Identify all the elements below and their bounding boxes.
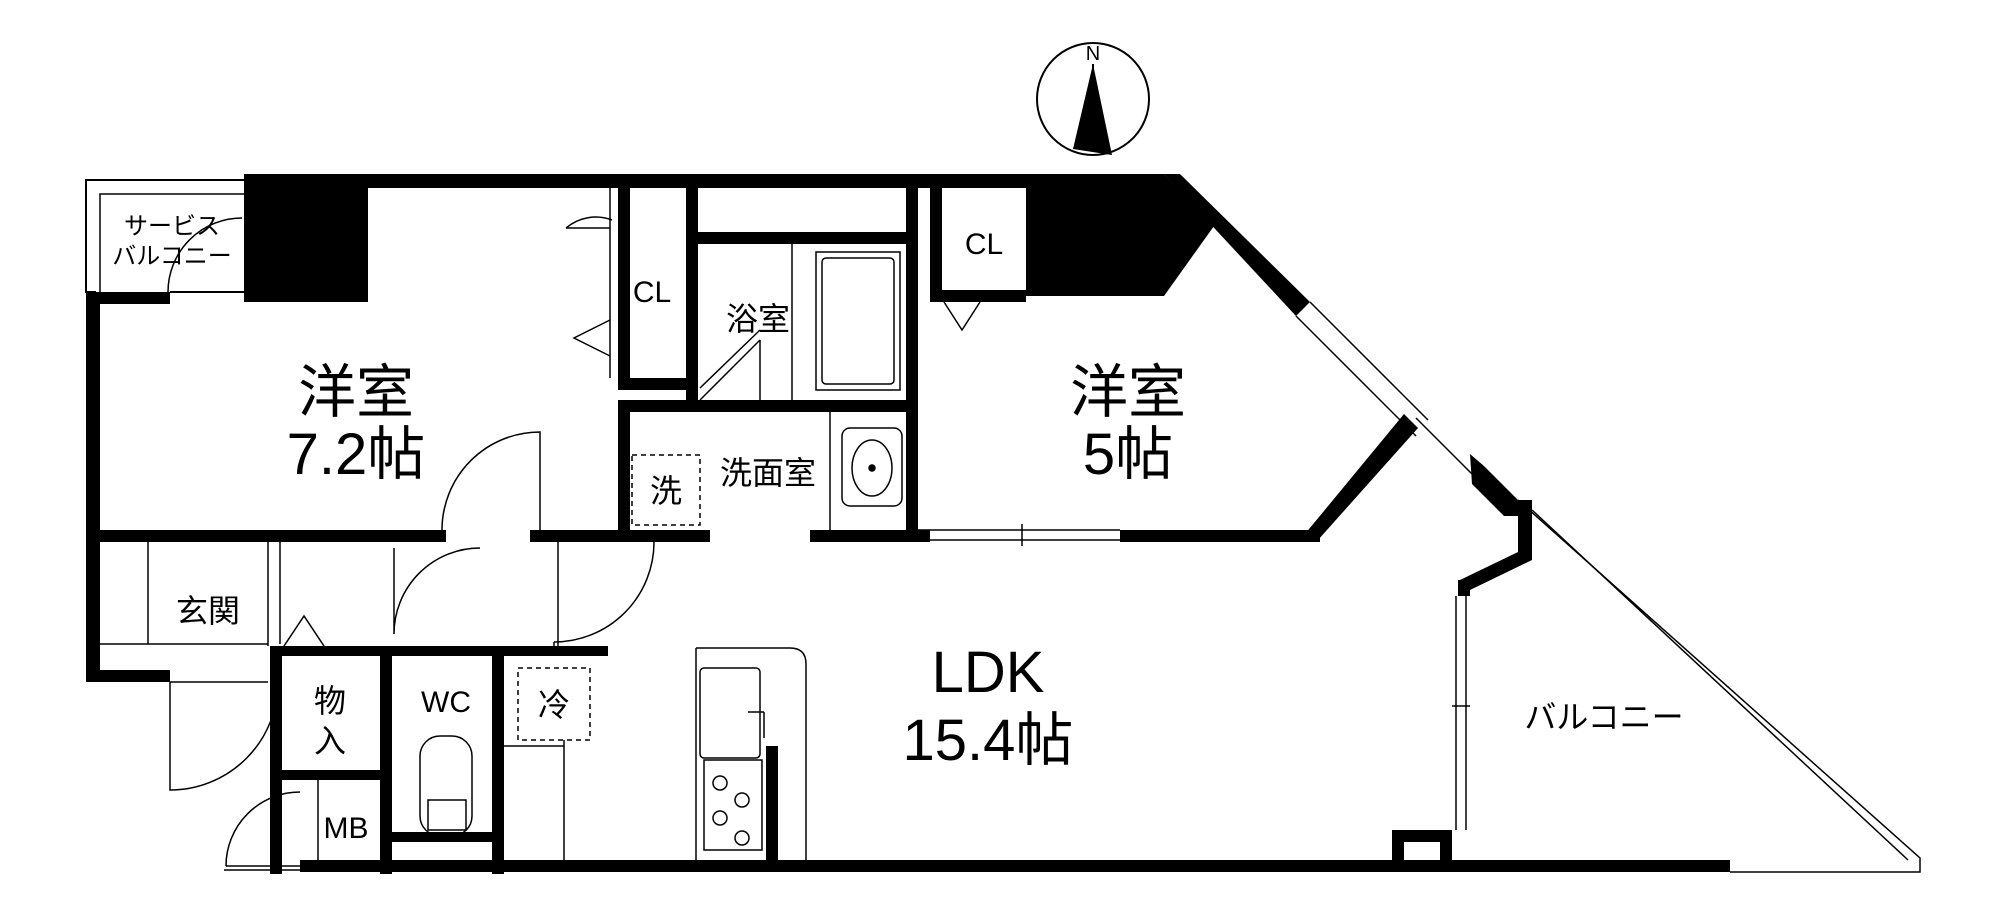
- ldk-size: 15.4帖: [903, 708, 1074, 773]
- ldk-name: LDK: [932, 640, 1045, 705]
- refrigerator-outline: [517, 667, 591, 741]
- closet-2-label: CL: [965, 228, 1003, 261]
- door-cl1-top: [565, 216, 613, 229]
- closet-1-label: CL: [633, 276, 671, 309]
- storage-label-1: 物: [314, 683, 346, 719]
- door-front: [169, 681, 279, 791]
- western-room-2-size: 5帖: [1083, 422, 1173, 487]
- washer-outline: [631, 454, 701, 526]
- washroom-label: 洗面室: [720, 455, 816, 491]
- washer-label: 洗: [650, 473, 682, 509]
- service-balcony-label-1: サービス: [124, 213, 220, 240]
- door-ldk: [553, 541, 655, 643]
- balcony-label: バルコニー: [1524, 699, 1683, 735]
- doors: [169, 216, 981, 867]
- western-room-1-name: 洋室: [298, 360, 414, 425]
- door-mb: [225, 791, 301, 867]
- room-labels: 洋室 7.2帖 洋室 5帖 LDK 15.4帖 サービス バルコニー CL CL…: [112, 213, 1683, 845]
- thin-lines: [100, 188, 1921, 873]
- door-7room: [441, 431, 541, 531]
- western-room-2-name: 洋室: [1070, 360, 1186, 425]
- meter-box-label: MB: [324, 812, 369, 845]
- wc-label: WC: [421, 686, 471, 719]
- compass: N: [1036, 42, 1150, 156]
- bathroom-label: 浴室: [726, 301, 790, 337]
- compass-north-label: N: [1086, 43, 1100, 65]
- western-room-1-size: 7.2帖: [287, 422, 426, 487]
- walls: [86, 174, 1730, 874]
- entrance-label: 玄関: [176, 593, 240, 629]
- service-balcony-label-2: バルコニー: [112, 243, 232, 270]
- compass-circle: [1036, 42, 1150, 156]
- door-toilet: [393, 547, 481, 635]
- storage-label-2: 入: [314, 723, 346, 759]
- refrigerator-label: 冷: [538, 687, 570, 723]
